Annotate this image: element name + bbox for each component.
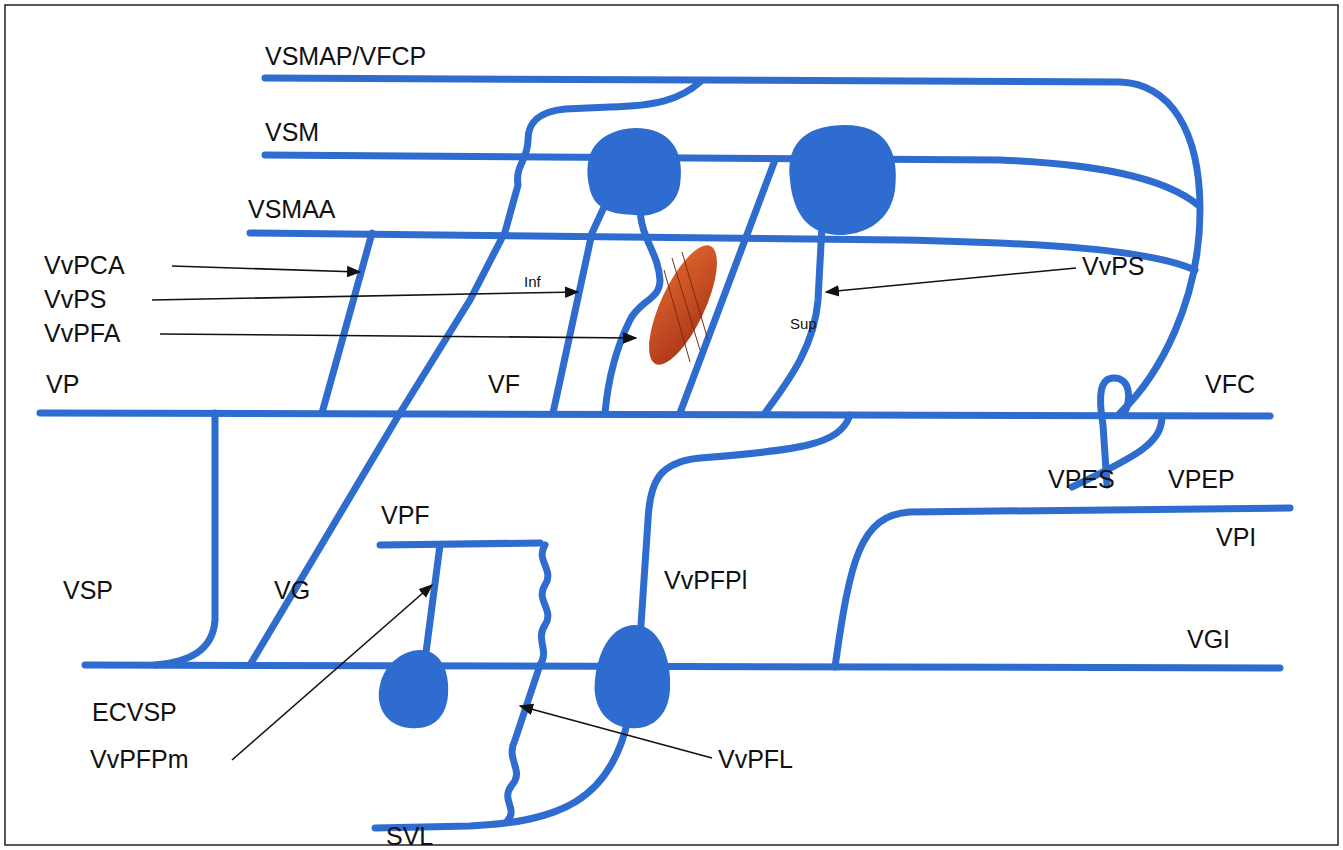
vein-label: VvPFL	[718, 747, 793, 772]
vein-label: VSMAA	[248, 197, 336, 222]
muscle-fibres	[664, 252, 708, 362]
vein-label: VvPFPl	[664, 568, 747, 593]
vein	[508, 545, 548, 820]
vein	[425, 545, 440, 660]
vein-label: VvPFA	[44, 321, 120, 346]
vein	[40, 413, 1270, 416]
vein-dilatation	[789, 125, 896, 235]
vein	[380, 543, 540, 545]
vein	[85, 665, 1280, 668]
leader-line	[232, 585, 432, 760]
vein-dilatation	[595, 625, 671, 728]
vein	[155, 413, 215, 665]
vein-label: VSP	[63, 578, 113, 603]
vein-label: VFC	[1205, 372, 1255, 397]
vein-label: ECVSP	[92, 700, 177, 725]
vein	[553, 205, 605, 413]
vein-dilatation	[379, 650, 449, 728]
vein	[605, 205, 660, 413]
vein	[322, 233, 372, 413]
vein-label: VvPS	[44, 287, 107, 312]
frame-border	[5, 5, 1338, 845]
leader-line	[172, 266, 360, 272]
vein-label: VGI	[1187, 627, 1230, 652]
vein-label: VSM	[265, 120, 319, 145]
vein-label: VvPS	[1082, 254, 1145, 279]
leader-line	[152, 292, 578, 300]
vein	[250, 233, 1195, 270]
vein	[640, 415, 850, 640]
vein	[835, 508, 1290, 667]
leader-line	[160, 334, 636, 338]
vein-label: VPES	[1048, 467, 1115, 492]
vein-label: VP	[46, 372, 79, 397]
vein-label: VPF	[381, 503, 430, 528]
vein-label: VPI	[1216, 525, 1256, 550]
vein-label: VPEP	[1168, 467, 1235, 492]
vein-label: SVL	[386, 824, 433, 849]
vein-label: VF	[488, 372, 520, 397]
vein-label: VG	[274, 578, 310, 603]
leader-line	[826, 268, 1076, 292]
vein-label: VSMAP/VFCP	[265, 44, 426, 69]
leader-line	[520, 706, 712, 758]
vein-label: VvPCA	[44, 253, 125, 278]
vein-label: Inf	[524, 274, 541, 289]
vein	[375, 720, 628, 828]
vein-label: Sup	[790, 316, 817, 331]
vein	[250, 82, 700, 665]
vein	[765, 225, 822, 413]
vein	[265, 155, 1198, 205]
vein-dilatation	[587, 128, 681, 216]
vein-label: VvPFPm	[90, 747, 189, 772]
muscle	[636, 237, 731, 373]
